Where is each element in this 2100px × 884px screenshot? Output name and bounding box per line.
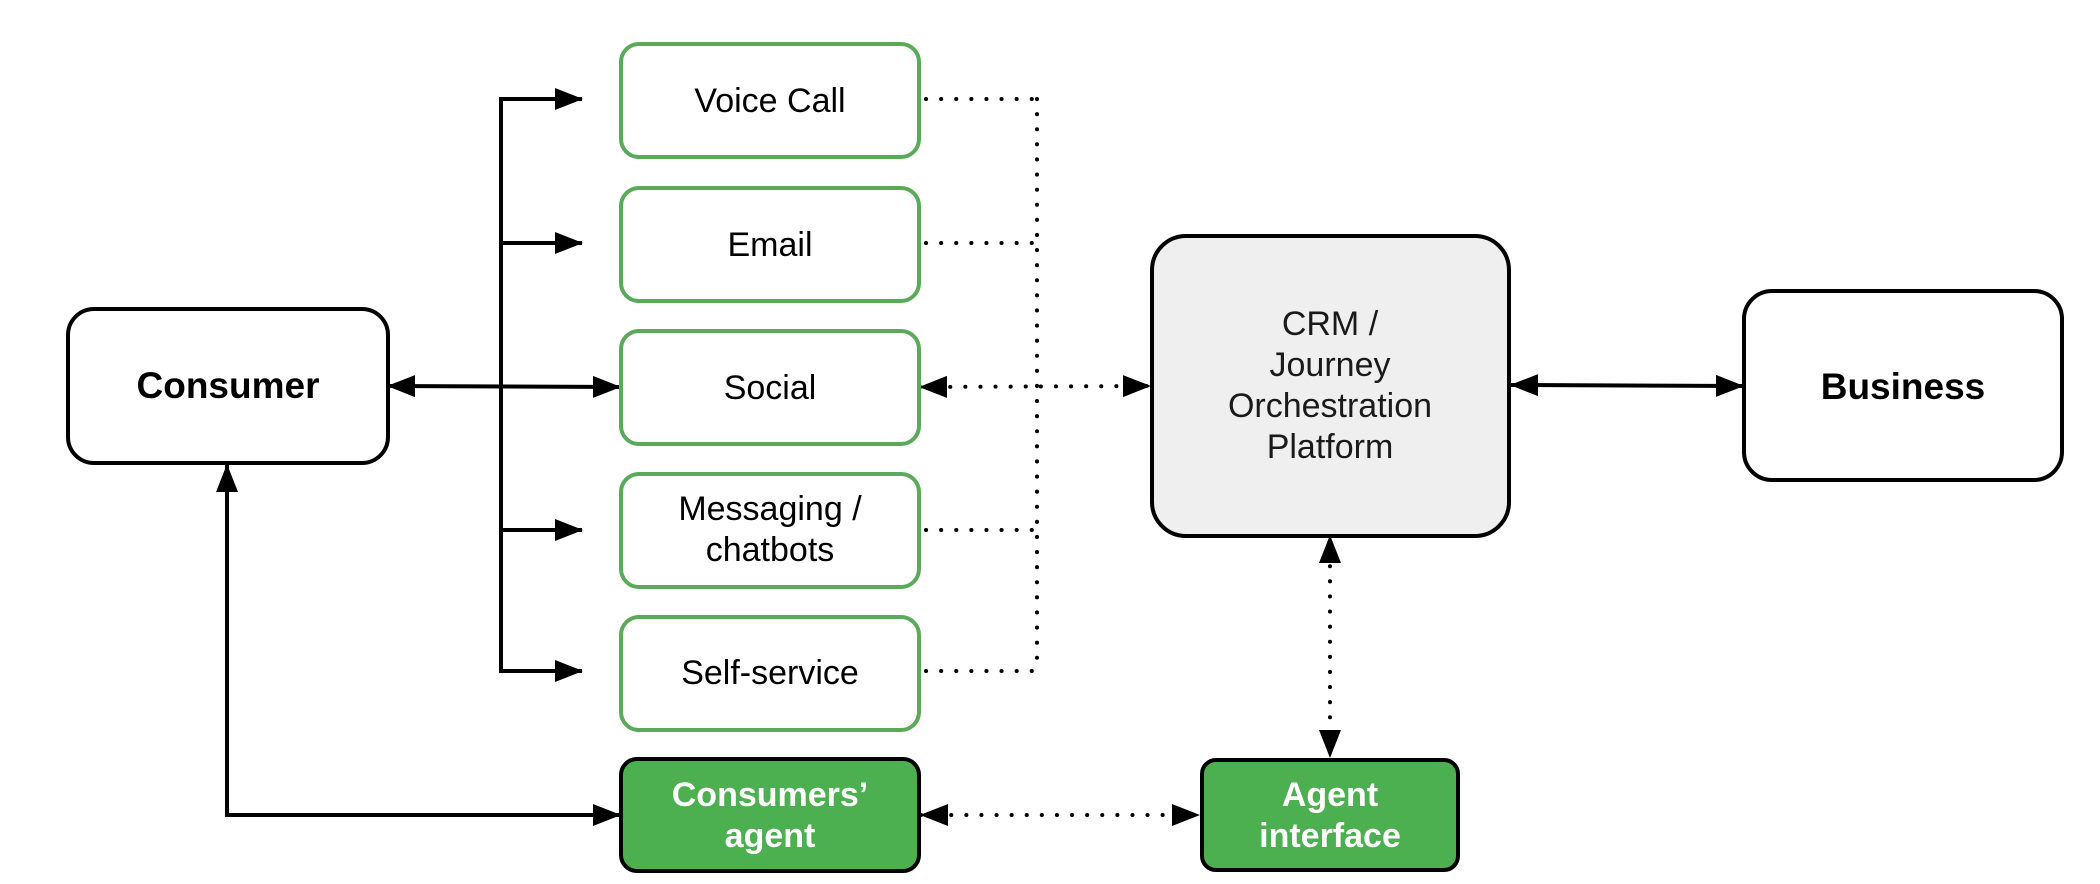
- consumer-label: Consumer: [137, 365, 320, 406]
- consumers-agent-label-line2: agent: [725, 817, 816, 855]
- email-label: Email: [727, 226, 812, 264]
- messaging-label-line2: chatbots: [706, 531, 835, 569]
- messaging-label-line1: Messaging /: [678, 490, 862, 528]
- agent-interface-label-line1: Agent: [1282, 776, 1378, 814]
- arrow-consumer-agent-path: [216, 464, 621, 826]
- self-service-label: Self-service: [681, 654, 859, 692]
- crm-label-line4: Platform: [1267, 428, 1394, 466]
- dotted-connectors: [924, 97, 1039, 673]
- consumer-node: Consumer: [66, 307, 390, 465]
- dotted-arrow-social-crm: [918, 375, 1152, 398]
- business-label: Business: [1821, 366, 1986, 407]
- consumers-agent-label-line1: Consumers’: [672, 776, 869, 814]
- voice-call-label: Voice Call: [694, 82, 845, 120]
- arrow-consumer-social: [387, 375, 621, 398]
- email-node: Email: [619, 186, 921, 303]
- crm-label-line2: Journey: [1270, 346, 1391, 384]
- voice-call-node: Voice Call: [619, 42, 921, 159]
- crm-label-line3: Orchestration: [1228, 387, 1432, 425]
- messaging-node: Messaging / chatbots: [619, 472, 921, 589]
- agent-interface-label-line2: interface: [1259, 817, 1401, 855]
- business-node: Business: [1742, 289, 2064, 482]
- agent-interface-node: Agent interface: [1200, 758, 1460, 872]
- crm-label-line1: CRM /: [1282, 305, 1379, 343]
- crm-node: CRM / Journey Orchestration Platform: [1150, 234, 1511, 538]
- consumers-agent-node: Consumers’ agent: [619, 757, 921, 873]
- social-node: Social: [619, 329, 921, 446]
- social-label: Social: [724, 369, 817, 407]
- arrow-crm-business: [1510, 374, 1744, 397]
- self-service-node: Self-service: [619, 615, 921, 732]
